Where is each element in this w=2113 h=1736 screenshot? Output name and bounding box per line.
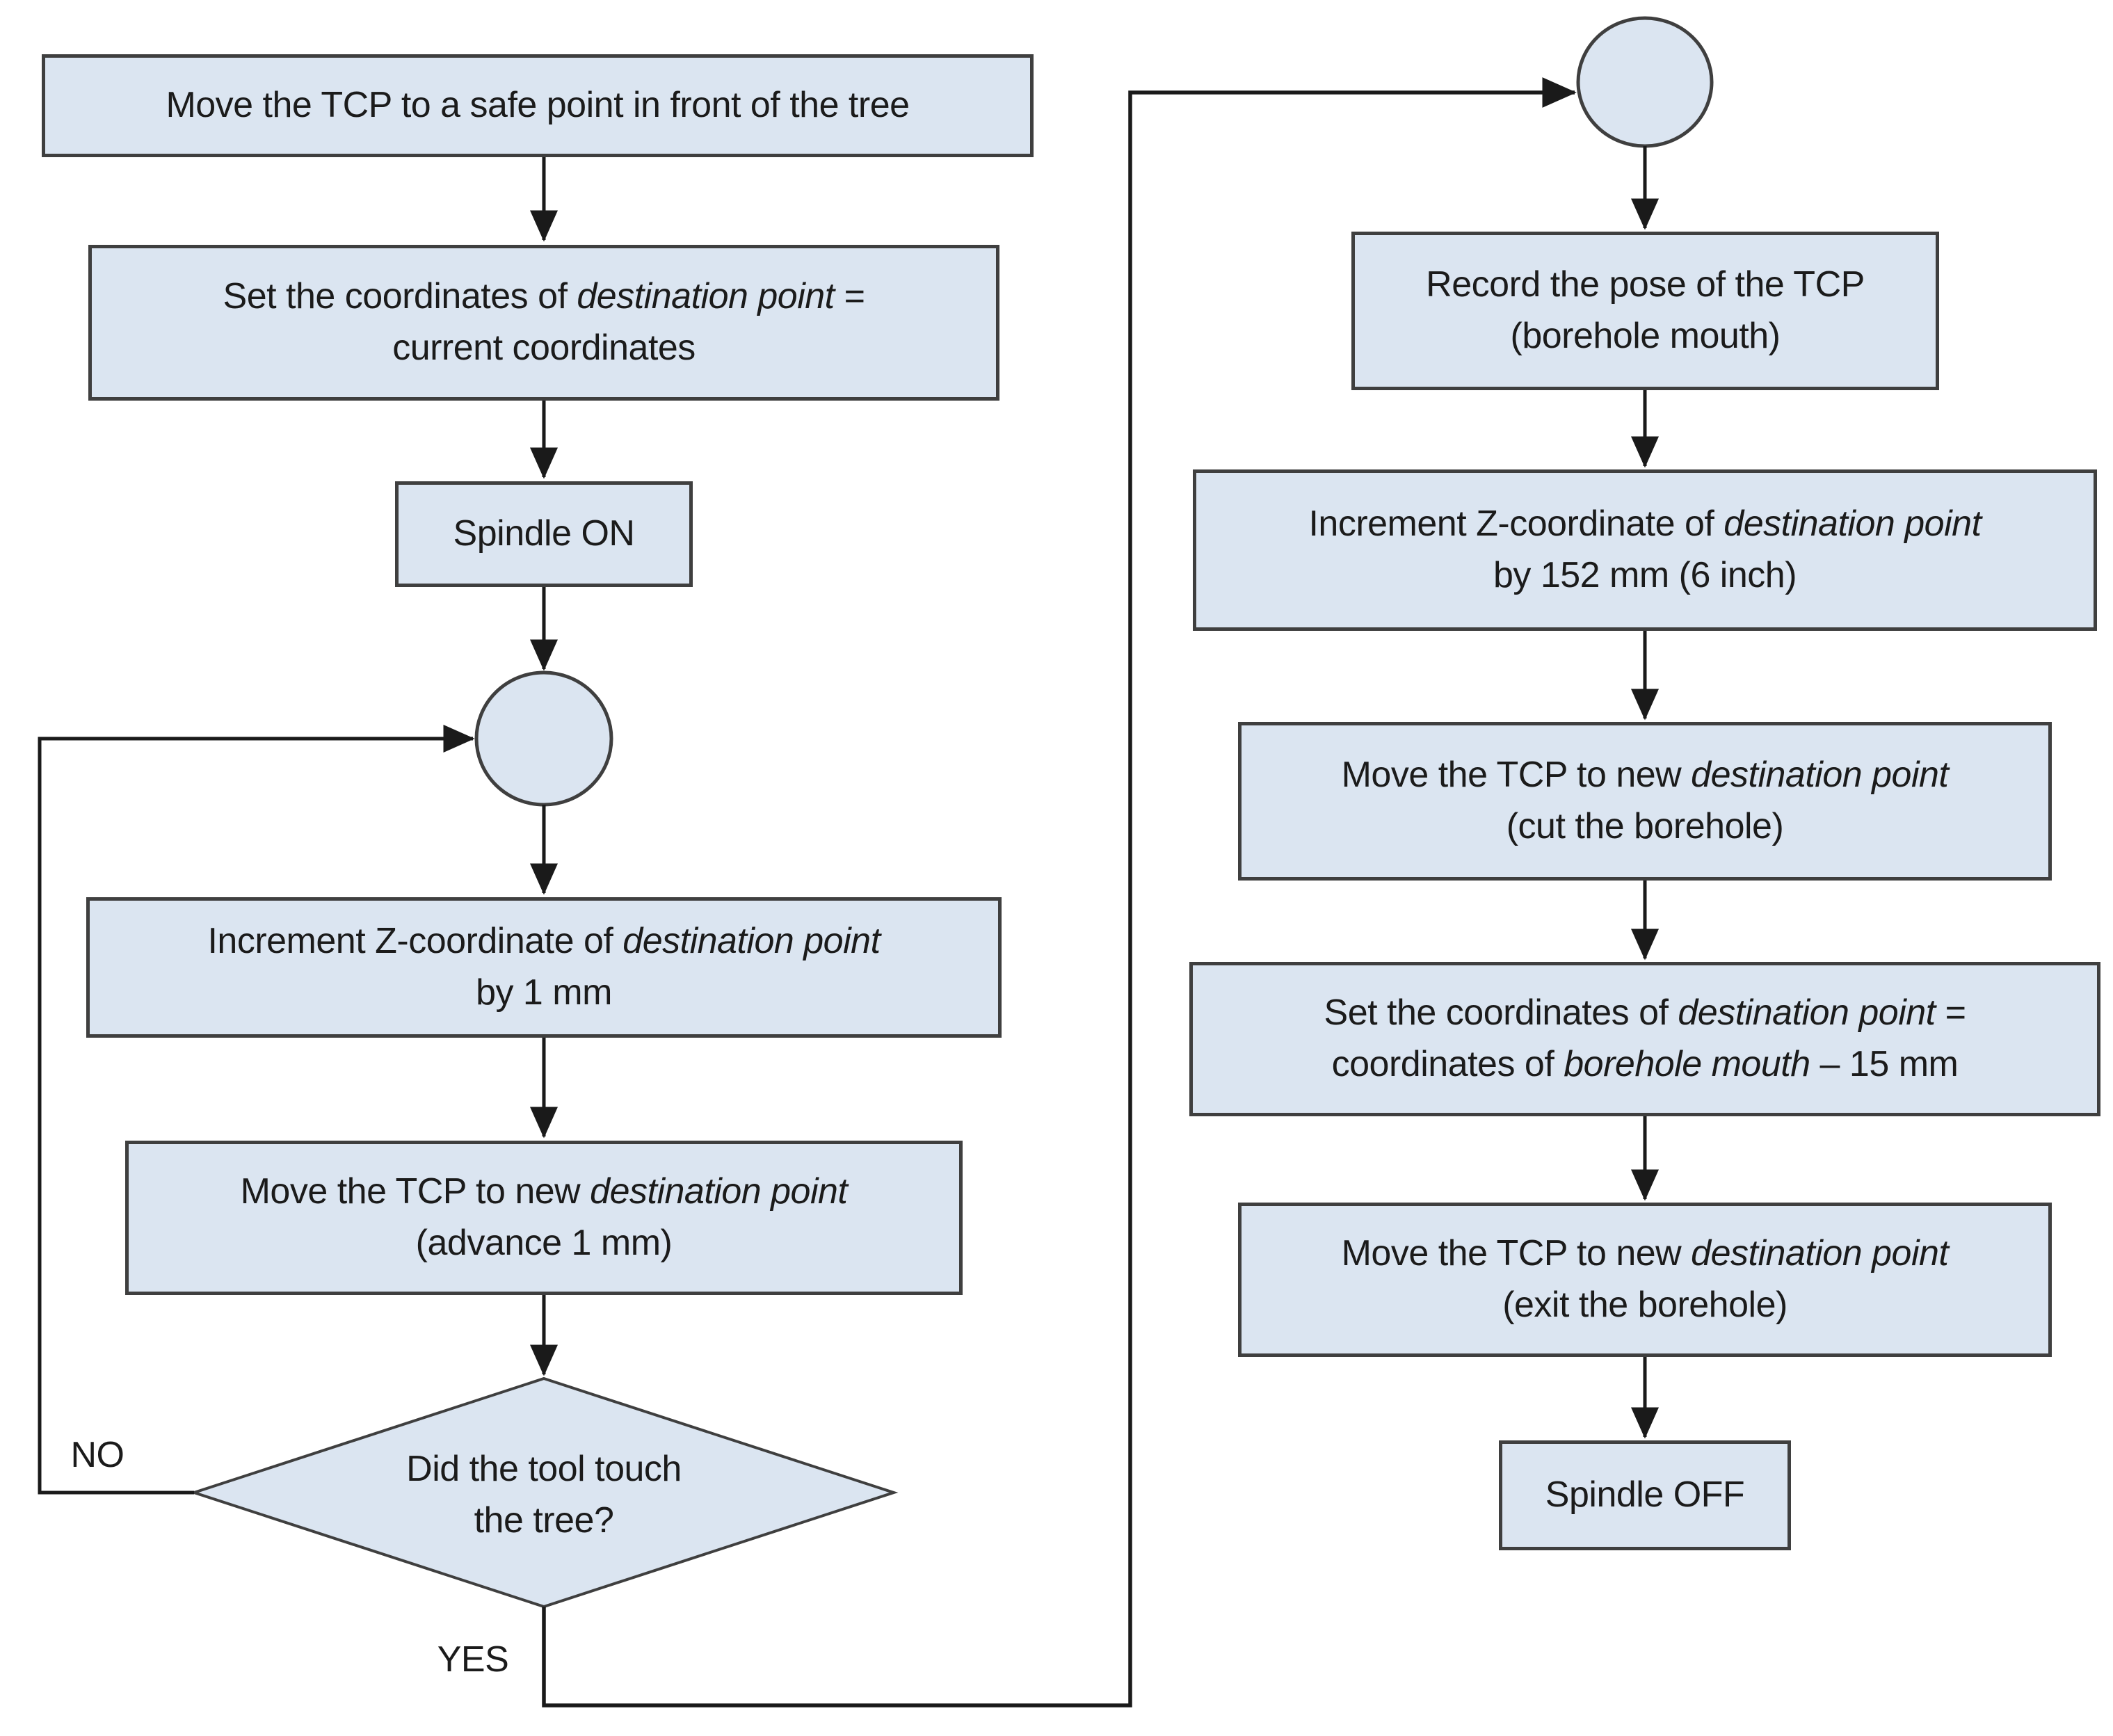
entry-junction-circle	[1576, 16, 1714, 148]
node-record-pose: Record the pose of the TCP(borehole mout…	[1351, 232, 1939, 390]
node-move-cut-borehole: Move the TCP to new destination point(cu…	[1238, 722, 2052, 881]
node-increment-z-1mm: Increment Z-coordinate of destination po…	[86, 897, 1002, 1038]
loop-junction-circle	[474, 670, 613, 807]
node-increment-z-152mm: Increment Z-coordinate of destination po…	[1193, 469, 2097, 631]
node-set-destination-borehole: Set the coordinates of destination point…	[1189, 962, 2100, 1116]
node-move-safe-point: Move the TCP to a safe point in front of…	[42, 54, 1034, 157]
node-move-exit-borehole: Move the TCP to new destination point(ex…	[1238, 1203, 2052, 1357]
node-move-advance-1mm: Move the TCP to new destination point(ad…	[125, 1141, 963, 1295]
edge-yes-loop	[542, 77, 1577, 1707]
edge-label-no: NO	[70, 1435, 125, 1475]
edge-no-loop	[38, 725, 475, 1495]
node-spindle-off: Spindle OFF	[1499, 1440, 1791, 1550]
node-spindle-on: Spindle ON	[395, 481, 693, 587]
node-set-destination-current: Set the coordinates of destination point…	[88, 245, 999, 401]
edge-label-yes: YES	[437, 1639, 509, 1680]
